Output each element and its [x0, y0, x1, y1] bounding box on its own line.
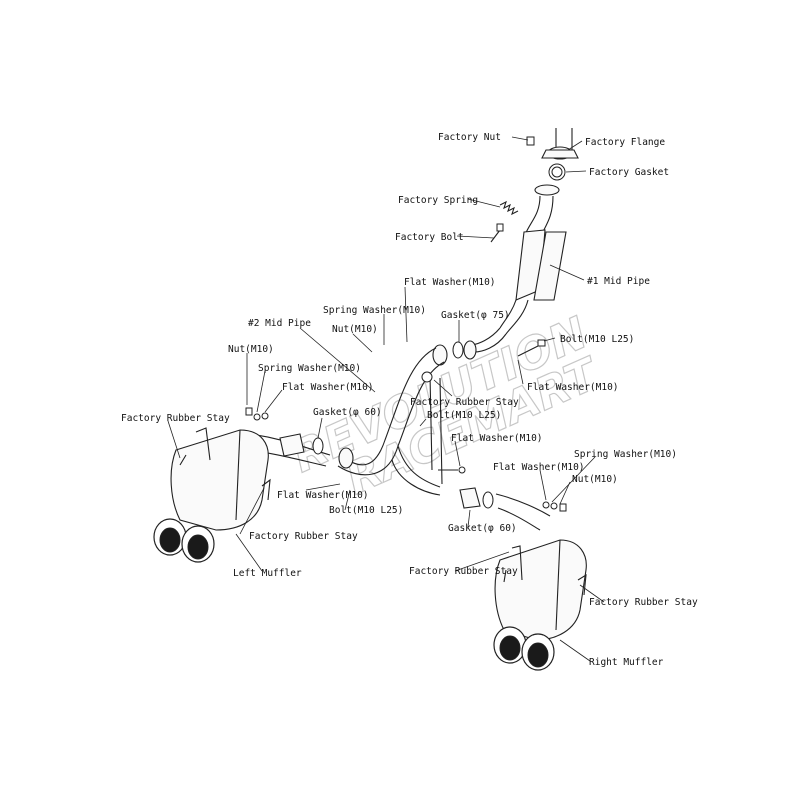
label-gasket-60-left: Gasket(φ 60) — [313, 407, 382, 418]
label-gasket-75: Gasket(φ 75) — [441, 310, 510, 321]
label-flat-washer-left-lower: Flat Washer(M10) — [277, 490, 369, 501]
factory-gasket-part — [548, 163, 566, 181]
label-mid-pipe-2: #2 Mid Pipe — [248, 318, 311, 329]
label-right-muffler: Right Muffler — [589, 657, 664, 668]
label-nut-left: Nut(M10) — [228, 344, 274, 355]
gasket-75-part — [452, 341, 464, 359]
label-spring-washer-right: Spring Washer(M10) — [574, 449, 677, 460]
label-factory-nut: Factory Nut — [438, 132, 501, 143]
part-labels: Factory Nut Factory Flange Factory Gaske… — [121, 132, 698, 668]
label-mid-pipe-1: #1 Mid Pipe — [587, 276, 650, 287]
label-bolt-top: Bolt(M10 L25) — [560, 334, 634, 345]
label-left-muffler: Left Muffler — [233, 568, 302, 579]
factory-bolt-part — [490, 223, 504, 243]
bolt-top-part — [517, 339, 546, 357]
label-nut-top: Nut(M10) — [332, 324, 378, 335]
label-spring-washer-left: Spring Washer(M10) — [258, 363, 361, 374]
left-flange-hardware — [245, 407, 269, 421]
label-flat-washer-center: Flat Washer(M10) — [451, 433, 543, 444]
label-factory-flange: Factory Flange — [585, 137, 665, 148]
label-factory-gasket: Factory Gasket — [589, 167, 669, 178]
label-flat-washer-top: Flat Washer(M10) — [404, 277, 496, 288]
leader-lines — [167, 136, 605, 662]
label-factory-spring: Factory Spring — [398, 195, 478, 206]
factory-spring-part — [499, 200, 519, 216]
label-factory-bolt: Factory Bolt — [395, 232, 464, 243]
center-rubber-stay-part — [421, 371, 433, 383]
label-spring-washer-top: Spring Washer(M10) — [323, 305, 426, 316]
mid-pipe-1-part — [463, 184, 567, 360]
left-muffler-part — [153, 427, 271, 563]
label-flat-washer-right: Flat Washer(M10) — [493, 462, 585, 473]
label-bolt-left-lower: Bolt(M10 L25) — [329, 505, 403, 516]
label-flat-washer-right-upper: Flat Washer(M10) — [527, 382, 619, 393]
factory-flange — [541, 149, 579, 159]
label-factory-rubber-stay-right: Factory Rubber Stay — [589, 597, 698, 608]
label-factory-rubber-stay-left: Factory Rubber Stay — [121, 413, 230, 424]
label-factory-rubber-stay-left-lower: Factory Rubber Stay — [249, 531, 358, 542]
label-bolt-center: Bolt(M10 L25) — [427, 410, 501, 421]
label-factory-rubber-stay-right-left: Factory Rubber Stay — [409, 566, 518, 577]
left-joint-flange — [279, 433, 354, 469]
label-flat-washer-left: Flat Washer(M10) — [282, 382, 374, 393]
right-joint-flange — [459, 487, 551, 531]
label-nut-right: Nut(M10) — [572, 474, 618, 485]
label-factory-rubber-stay-center: Factory Rubber Stay — [410, 397, 519, 408]
right-flange-hardware — [542, 501, 567, 512]
label-gasket-60-right: Gasket(φ 60) — [448, 523, 517, 534]
right-muffler-part — [493, 539, 587, 671]
center-bolt-hardware — [438, 466, 466, 474]
factory-nut-part — [526, 136, 535, 146]
